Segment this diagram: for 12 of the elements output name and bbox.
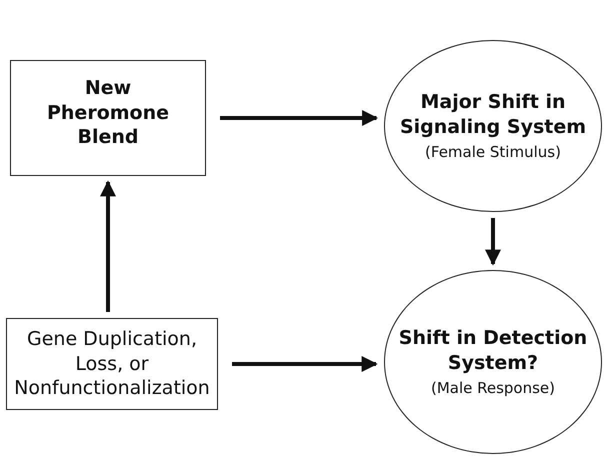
process-box xyxy=(6,318,218,410)
node-label: Major Shift in Signaling System xyxy=(398,90,588,140)
node-sublabel: (Female Stimulus) xyxy=(425,142,561,162)
process-box xyxy=(10,60,206,176)
arrow xyxy=(232,356,378,372)
arrow xyxy=(100,180,116,312)
node-sublabel: (Male Response) xyxy=(430,378,556,398)
node-label: Gene Duplication, Loss, or Nonfunctionalization xyxy=(13,326,211,402)
node-label: New Pheromone Blend xyxy=(46,76,170,150)
arrow xyxy=(485,218,501,266)
node-label: Shift in Detection System? xyxy=(398,326,588,376)
arrow xyxy=(220,110,378,126)
